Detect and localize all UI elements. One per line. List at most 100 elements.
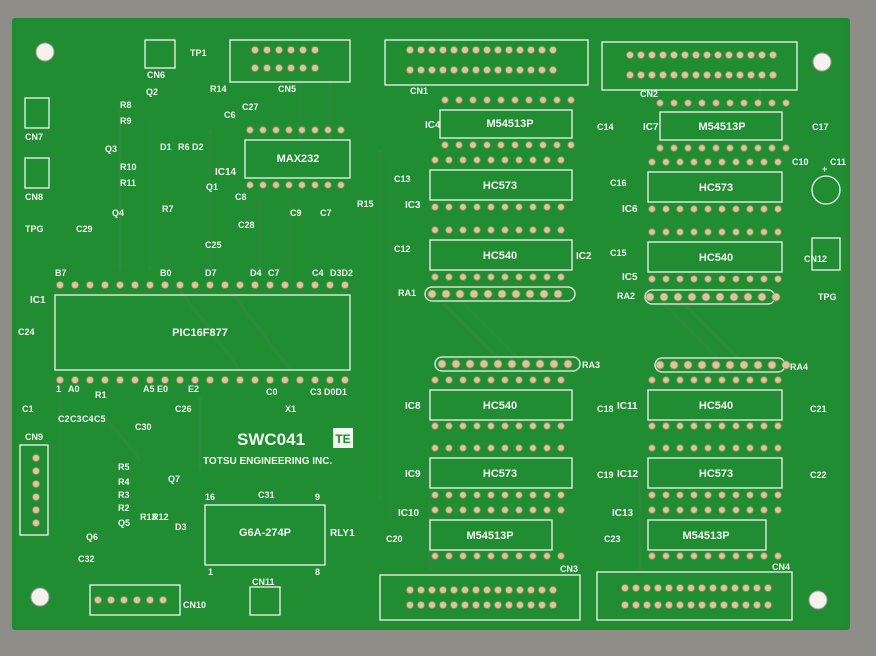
solder-pads — [32, 46, 791, 609]
solder-pad — [692, 71, 700, 79]
solder-pad — [133, 596, 141, 604]
solder-pad — [206, 376, 214, 384]
solder-pad — [746, 491, 754, 499]
chip-ref-labels: IC4 IC3 IC2 IC7 IC6 IC5 IC8 IC9 IC10 IC1… — [30, 120, 659, 539]
r3-label: R3 — [118, 490, 130, 500]
ic14-part: MAX232 — [277, 153, 320, 165]
cn7-connector — [24, 97, 50, 129]
solder-pad — [417, 46, 425, 54]
solder-pad — [767, 360, 777, 370]
solder-pad — [648, 51, 656, 59]
solder-pad — [746, 275, 754, 283]
solder-pad — [116, 376, 124, 384]
solder-pad — [557, 226, 565, 234]
solder-pad — [760, 205, 768, 213]
solder-pad — [131, 376, 139, 384]
pin-c0-label: C0 — [266, 387, 278, 397]
solder-pad — [505, 66, 513, 74]
solder-pad — [236, 281, 244, 289]
solder-pad — [648, 506, 656, 514]
solder-pad — [461, 46, 469, 54]
solder-pad — [774, 444, 782, 452]
solder-pad — [479, 359, 489, 369]
solder-pad — [501, 444, 509, 452]
c23-label: C23 — [604, 534, 621, 544]
solder-pad — [670, 71, 678, 79]
solder-pad — [648, 376, 656, 384]
solder-pad — [473, 203, 481, 211]
solder-pad — [459, 444, 467, 452]
solder-pad — [472, 586, 480, 594]
c17-label: C17 — [812, 122, 829, 132]
solder-pad — [676, 376, 684, 384]
solder-pad — [272, 181, 280, 189]
solder-pad — [684, 144, 692, 152]
solder-pad — [743, 292, 753, 302]
solder-pad — [275, 46, 283, 54]
solder-pad — [690, 275, 698, 283]
r4-label: R4 — [118, 477, 130, 487]
cn3-connector — [379, 574, 581, 621]
solder-pad — [32, 493, 40, 501]
solder-pad — [515, 506, 523, 514]
solder-pad — [648, 491, 656, 499]
solder-pad — [662, 444, 670, 452]
cn2-connector — [601, 41, 798, 91]
c20-label: C20 — [386, 534, 403, 544]
solder-pad — [501, 552, 509, 560]
c7-label: C7 — [320, 208, 332, 218]
ic7-ref: IC7 — [643, 122, 659, 133]
solder-pad — [493, 359, 503, 369]
r10-label: R10 — [120, 162, 137, 172]
cn5-label: CN5 — [278, 84, 296, 94]
solder-pad — [483, 96, 491, 104]
solder-pad — [497, 96, 505, 104]
solder-pad — [557, 444, 565, 452]
solder-pad — [311, 64, 319, 72]
ic5-ref: IC5 — [622, 272, 638, 283]
solder-pad — [431, 491, 439, 499]
q3-label: Q3 — [105, 144, 117, 154]
solder-pad — [428, 601, 436, 609]
solder-pad — [494, 66, 502, 74]
solder-pad — [324, 181, 332, 189]
solder-pad — [718, 228, 726, 236]
solder-pad — [311, 281, 319, 289]
solder-pad — [704, 444, 712, 452]
solder-pad — [557, 491, 565, 499]
solder-pad — [311, 181, 319, 189]
solder-pad — [473, 226, 481, 234]
solder-pad — [659, 51, 667, 59]
solder-pad — [450, 66, 458, 74]
solder-pad — [740, 99, 748, 107]
solder-pad — [704, 422, 712, 430]
solder-pad — [683, 360, 693, 370]
solder-pad — [459, 156, 467, 164]
solder-pad — [732, 228, 740, 236]
ic6-part: HC573 — [699, 182, 733, 194]
solder-pad — [769, 71, 777, 79]
solder-pad — [676, 584, 684, 592]
ic10-ref: IC10 — [398, 508, 420, 519]
solder-pad — [511, 96, 519, 104]
solder-pad — [494, 586, 502, 594]
solder-pad — [718, 422, 726, 430]
solder-pad — [445, 203, 453, 211]
solder-pad — [729, 292, 739, 302]
solder-pad — [473, 491, 481, 499]
solder-pad — [626, 51, 634, 59]
chip-outlines — [54, 109, 786, 566]
x1-label: X1 — [285, 404, 296, 414]
solder-pad — [527, 586, 535, 594]
solder-pad — [501, 203, 509, 211]
solder-pad — [505, 46, 513, 54]
r9-label: R9 — [120, 116, 132, 126]
solder-pad — [461, 66, 469, 74]
solder-pad — [176, 281, 184, 289]
c31-label: C31 — [258, 490, 275, 500]
solder-pad — [516, 46, 524, 54]
mount-hole-top-left — [35, 42, 55, 62]
r15-label: R15 — [357, 199, 374, 209]
solder-pad — [428, 66, 436, 74]
solder-pad — [690, 158, 698, 166]
